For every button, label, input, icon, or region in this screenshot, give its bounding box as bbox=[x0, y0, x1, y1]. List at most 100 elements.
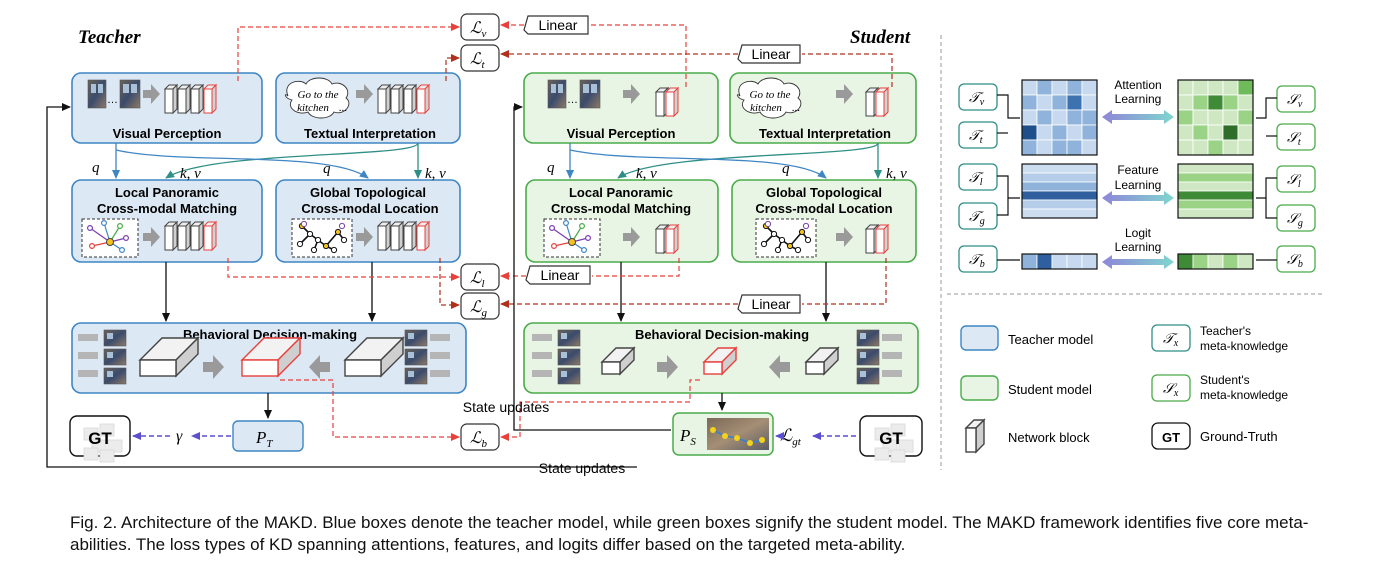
svg-text:Feature: Feature bbox=[1117, 163, 1159, 177]
linear-l: Linear bbox=[525, 265, 591, 285]
loss-l-box: ℒl bbox=[460, 263, 500, 291]
legend-gt-swatch bbox=[1151, 422, 1191, 450]
svg-text:GT: GT bbox=[1162, 430, 1180, 445]
student-meta-box-b: 𝒮b bbox=[1276, 245, 1316, 273]
network-block-cube bbox=[138, 336, 200, 378]
kd-paths bbox=[227, 21, 893, 441]
teacher-q-to-global bbox=[115, 149, 369, 179]
svg-text:Linear: Linear bbox=[539, 17, 578, 33]
svg-text:ℒl: ℒl bbox=[470, 270, 485, 290]
architecture-diagram: Teacher … Visual Perception Go to the ki… bbox=[46, 13, 1322, 476]
legend-teacher-label: Teacher model bbox=[1008, 332, 1093, 347]
student-meta-connectors bbox=[1256, 97, 1277, 261]
teacher-state-updates-label: State updates bbox=[539, 460, 625, 476]
observation-filmstrip bbox=[532, 329, 581, 385]
student-state-updates-label: State updates bbox=[463, 399, 549, 415]
student-q-label: q bbox=[547, 160, 555, 176]
student-policy-box: PS bbox=[672, 412, 774, 456]
student-visual-perception: … Visual Perception bbox=[523, 72, 719, 144]
svg-text:ℒb: ℒb bbox=[470, 430, 488, 450]
student-instruction-ellipsis: ... bbox=[792, 102, 800, 114]
student-meta-box-t: 𝒮t bbox=[1276, 123, 1316, 151]
teacher-local-label-1: Local Panoramic bbox=[115, 185, 219, 200]
network-block-cube bbox=[600, 346, 636, 376]
student-q-global-label: q bbox=[782, 161, 790, 177]
teacher-policy-sub: T bbox=[266, 438, 273, 450]
teacher-title: Teacher bbox=[78, 27, 141, 48]
student-kv-local-label: k, v bbox=[636, 166, 657, 182]
svg-text:Linear: Linear bbox=[752, 46, 791, 62]
legend-teacher-meta-swatch bbox=[1151, 324, 1191, 352]
student-meta-box-v: 𝒮v bbox=[1276, 85, 1316, 113]
svg-text:ℒv: ℒv bbox=[470, 20, 487, 40]
gamma-label: γ bbox=[176, 428, 183, 445]
teacher-meta-box-l: 𝒯l bbox=[958, 163, 998, 191]
student-attention-matrix bbox=[1177, 79, 1254, 156]
teacher-textual-interpretation: Go to the kitchen ... Textual Interpreta… bbox=[275, 72, 461, 144]
attention-learning: Attention Learning bbox=[1102, 78, 1174, 124]
legend-teacher-meta-l2: meta-knowledge bbox=[1200, 339, 1288, 353]
student-behavioral-decision: Behavioral Decision-making bbox=[523, 322, 919, 394]
local-graph-icon bbox=[549, 220, 592, 254]
student-behavioral-label: Behavioral Decision-making bbox=[635, 327, 809, 342]
network-blocks bbox=[376, 83, 431, 115]
svg-text:PT: PT bbox=[255, 428, 273, 450]
student-gt-box: GT bbox=[859, 415, 923, 463]
network-blocks bbox=[864, 223, 890, 255]
svg-text:Linear: Linear bbox=[752, 296, 791, 312]
svg-text:Logit: Logit bbox=[1125, 226, 1152, 240]
student-local-panoramic: Local Panoramic Cross-modal Matching bbox=[525, 179, 719, 263]
legend-gt-text: Ground-Truth bbox=[1200, 429, 1278, 444]
observation-filmstrip bbox=[78, 329, 127, 385]
teacher-attention-matrix bbox=[1021, 79, 1098, 156]
student-instruction-line2: kitchen bbox=[750, 102, 782, 114]
legend-teacher-meta-l1: Teacher's bbox=[1200, 324, 1251, 338]
teacher-visual-perception: … Visual Perception bbox=[71, 72, 263, 144]
teacher-meta-connectors bbox=[997, 94, 1020, 261]
teacher-textual-interpretation-label: Textual Interpretation bbox=[304, 126, 436, 141]
legend-teacher-swatch bbox=[960, 325, 999, 351]
teacher-gt-box: GT bbox=[69, 415, 131, 463]
linear-t: Linear bbox=[737, 44, 801, 64]
student-global-topological: Global Topological Cross-modal Location bbox=[731, 179, 917, 263]
svg-text:PS: PS bbox=[679, 426, 696, 448]
teacher-gt-label: GT bbox=[88, 429, 112, 448]
network-blocks bbox=[163, 220, 218, 252]
teacher-kv-to-local bbox=[165, 142, 419, 179]
svg-text:…: … bbox=[567, 94, 578, 106]
teacher-q-label: q bbox=[92, 160, 100, 176]
teacher-instruction-line2: kitchen bbox=[297, 102, 329, 114]
student-textual-interpretation: Go to the kitchen ... Textual Interpreta… bbox=[729, 72, 917, 144]
teacher-kv-local-label: k, v bbox=[180, 166, 201, 182]
linear-g: Linear bbox=[737, 294, 801, 314]
local-graph-icon bbox=[87, 220, 130, 254]
observation-filmstrip bbox=[404, 329, 450, 385]
logit-learning: Logit Learning bbox=[1102, 226, 1174, 269]
student-global-label-1: Global Topological bbox=[766, 185, 882, 200]
student-kv-to-local bbox=[617, 142, 879, 179]
loss-g-box: ℒg bbox=[460, 292, 500, 320]
teacher-visual-perception-label: Visual Perception bbox=[113, 126, 222, 141]
feature-learning: Feature Learning bbox=[1102, 163, 1174, 205]
network-blocks bbox=[864, 86, 890, 118]
teacher-local-label-2: Cross-modal Matching bbox=[97, 201, 237, 216]
legend-student-meta-swatch bbox=[1151, 374, 1191, 402]
network-blocks bbox=[654, 223, 680, 255]
legend-network-block-icon bbox=[964, 418, 986, 454]
network-blocks bbox=[376, 220, 431, 252]
loss-b-box: ℒb bbox=[460, 423, 500, 451]
student-q-to-global bbox=[569, 149, 827, 179]
student-policy-sub: S bbox=[690, 436, 696, 448]
teacher-behavioral-decision: Behavioral Decision-making bbox=[71, 322, 467, 394]
network-block-cube bbox=[804, 346, 840, 376]
student-kv-label: k, v bbox=[886, 166, 907, 182]
student-state-update-loop bbox=[513, 103, 671, 431]
student-logit-vector bbox=[1177, 253, 1254, 270]
legend-student-swatch bbox=[960, 375, 999, 401]
observation-filmstrip bbox=[856, 329, 902, 385]
svg-text:Learning: Learning bbox=[1115, 92, 1162, 106]
teacher-q-global-label: q bbox=[323, 161, 331, 177]
legend-student-meta-l1: Student's bbox=[1200, 373, 1250, 387]
